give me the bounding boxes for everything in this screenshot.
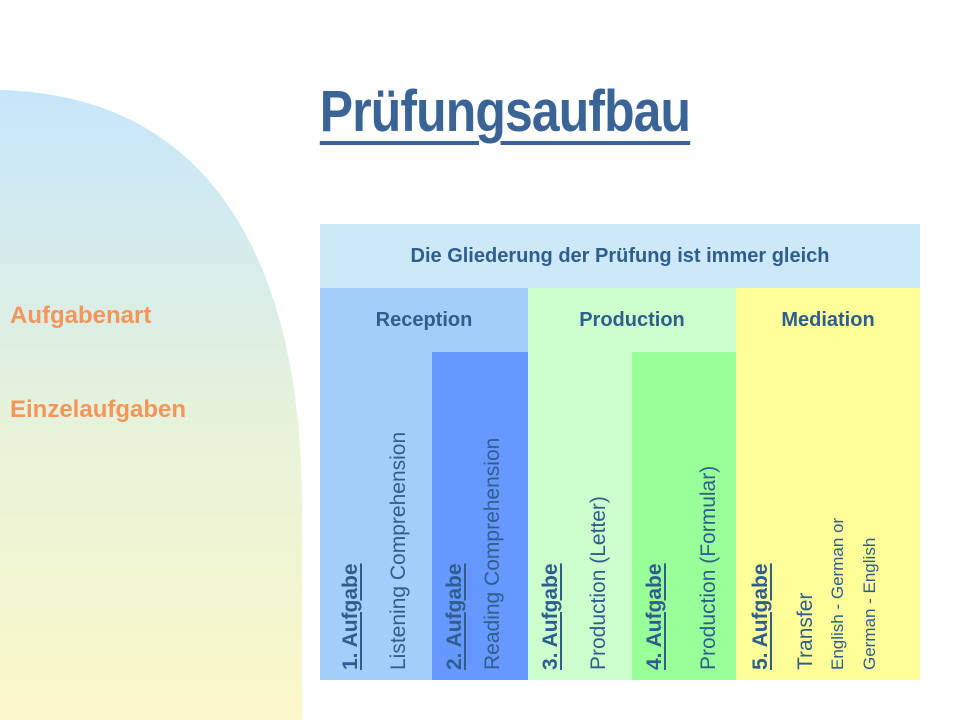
reception-task2-block — [432, 352, 528, 680]
task-5-label: 5. Aufgabe — [749, 563, 772, 670]
task-1-description: Listening Comprehension — [387, 431, 410, 670]
page-title: Prüfungsaufbau — [319, 79, 691, 144]
category-production: Production — [579, 308, 685, 331]
task-2-description: Reading Comprehension — [481, 437, 504, 670]
side-label-einzelaufgaben: Einzelaufgaben — [10, 396, 187, 423]
mediation-column — [736, 288, 920, 680]
task-4-label: 4. Aufgabe — [643, 563, 666, 670]
task-5-description: Transfer — [794, 592, 817, 670]
production-task4-block — [632, 352, 736, 680]
task-2-label: 2. Aufgabe — [443, 563, 466, 670]
side-label-aufgabenart: Aufgabenart — [10, 302, 152, 329]
task-3-description: Production (Letter) — [587, 496, 610, 670]
structure-header: Die Gliederung der Prüfung ist immer gle… — [320, 224, 920, 288]
category-reception: Reception — [375, 308, 473, 331]
task-5-direction-2: German - English — [860, 537, 879, 670]
task-3-label: 3. Aufgabe — [539, 563, 562, 670]
task-4-description: Production (Formular) — [697, 465, 720, 670]
category-mediation: Mediation — [781, 308, 875, 331]
task-1-label: 1. Aufgabe — [339, 563, 362, 670]
task-5-direction-1: English - German or — [828, 517, 847, 670]
